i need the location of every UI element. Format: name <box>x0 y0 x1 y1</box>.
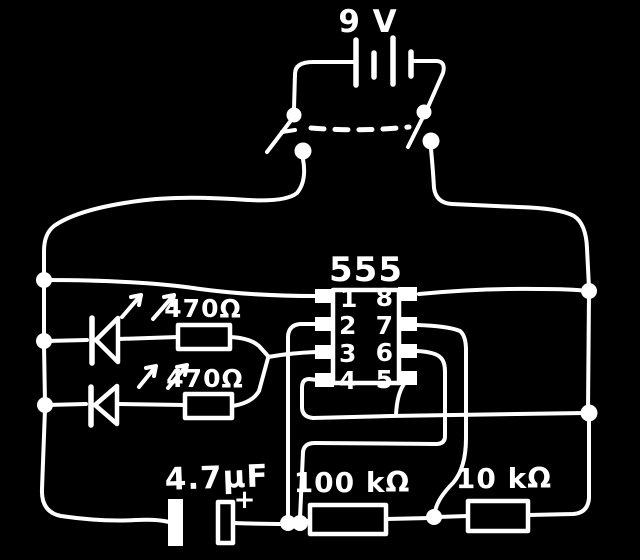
resistor-r1-label: 470Ω <box>164 294 241 323</box>
led1-cathode-wire <box>44 338 89 343</box>
timer-ic-555: 555 1 2 3 4 8 7 6 5 <box>315 250 417 395</box>
power-rails <box>39 147 591 526</box>
led1 <box>44 293 180 366</box>
capacitor-plus-sign: + <box>234 485 257 515</box>
switch-left-bottom-terminal <box>294 142 312 160</box>
resistor-r2-body <box>182 391 235 421</box>
ic-pin1-number: 1 <box>340 284 358 313</box>
resistor-r2-label: 470Ω <box>166 364 243 393</box>
switch-linkage-dashed-line <box>308 124 412 133</box>
switch-right-top-terminal <box>416 104 432 120</box>
switch-right-bottom-terminal <box>422 132 440 150</box>
ic-pin6-stub <box>398 344 417 358</box>
led1-light-arrow-2 <box>151 293 176 321</box>
ic-pin3-stub <box>315 345 334 359</box>
ic-pin3-number: 3 <box>339 339 357 368</box>
ic-pin6-number: 6 <box>376 338 394 367</box>
wire-pin2-to-cap-junction <box>286 322 320 520</box>
led1-light-arrow-1 <box>120 293 143 319</box>
resistor-r1-470: 470Ω <box>164 294 270 358</box>
capacitor-negative-plate <box>168 499 183 546</box>
resistor-r4-10k: 10 kΩ <box>456 462 552 534</box>
resistor-r4-body <box>465 498 531 534</box>
led2-cathode-wire <box>45 402 88 407</box>
wire-pin8-to-right-bus <box>417 286 590 296</box>
ic-pin8-stub <box>398 287 417 301</box>
left-bus-wire <box>39 280 171 524</box>
ic-pin2-number: 2 <box>339 311 357 340</box>
led2-light-arrow-1 <box>137 364 158 389</box>
junction-r3-r4-pin7 <box>426 509 442 525</box>
led1-anode-wire <box>116 335 180 341</box>
resistor-r4-label: 10 kΩ <box>456 462 552 495</box>
wire-pin1-to-left-bus <box>42 278 318 298</box>
wire-pin5-drop <box>394 382 406 417</box>
capacitor-c1: 4.7µF + <box>164 458 269 546</box>
battery-lead-left <box>292 60 357 110</box>
junction-cap-pin2 <box>280 515 296 531</box>
wire-switch-to-left-bus <box>42 157 307 280</box>
led2-triangle <box>92 383 120 427</box>
resistor-r1-out-wire <box>228 335 270 358</box>
junction-right-bus-pin4 <box>580 404 598 422</box>
led1-triangle <box>93 315 121 365</box>
resistor-r1-body <box>175 322 233 352</box>
wire-pin4-loop-to-right-bus <box>300 377 587 420</box>
resistor-r3-100k: 100 kΩ <box>294 466 411 537</box>
battery-lead-right <box>410 59 446 109</box>
junction-left-bus-led2 <box>37 397 53 413</box>
ic-pin7-stub <box>398 317 417 331</box>
ic-pin1-stub <box>315 289 334 303</box>
switch-left-lever-tick <box>280 128 297 134</box>
capacitor-label: 4.7µF <box>164 458 269 498</box>
capacitor-positive-plate <box>215 499 236 546</box>
resistor-r3-label: 100 kΩ <box>294 466 411 499</box>
ic-pin7-number: 7 <box>376 311 394 340</box>
junction-dots <box>36 272 598 531</box>
resistor-r2-out-wire <box>230 356 270 408</box>
resistor-r2-470: 470Ω <box>166 356 270 421</box>
switch-right-lever <box>406 115 425 149</box>
wire-switch-to-right-bus <box>429 147 591 290</box>
junction-right-bus-pin8 <box>581 283 597 299</box>
power-switch <box>265 104 440 160</box>
ic-pin8-number: 8 <box>376 283 394 312</box>
led2-light-arrow-2 <box>166 363 189 390</box>
junction-left-bus-led1 <box>36 333 52 349</box>
wire-pin6-to-cap-junction <box>298 349 447 520</box>
wire-pin7-to-resistor-junction <box>415 323 468 514</box>
ic-pin-wires <box>42 278 590 520</box>
resistor-r3-body <box>307 502 389 537</box>
led2 <box>45 363 189 428</box>
battery-voltage-label: 9 V <box>338 4 397 40</box>
ic-pin5-stub <box>398 371 417 385</box>
right-bus-wire <box>527 292 591 517</box>
led2-anode-wire <box>115 402 187 407</box>
junction-left-bus-pin1 <box>36 272 52 288</box>
switch-left-lever <box>265 117 294 154</box>
wire-vee-to-pin3 <box>266 350 318 359</box>
junction-cap-pin6 <box>292 515 308 531</box>
ic-label: 555 <box>329 250 403 290</box>
bottom-rail-r3-to-r4 <box>384 514 469 521</box>
ic-pin4-number: 4 <box>339 366 357 395</box>
ic-pin5-number: 5 <box>376 365 394 394</box>
battery-symbol: 9 V <box>292 4 446 110</box>
ic-body <box>330 287 402 386</box>
